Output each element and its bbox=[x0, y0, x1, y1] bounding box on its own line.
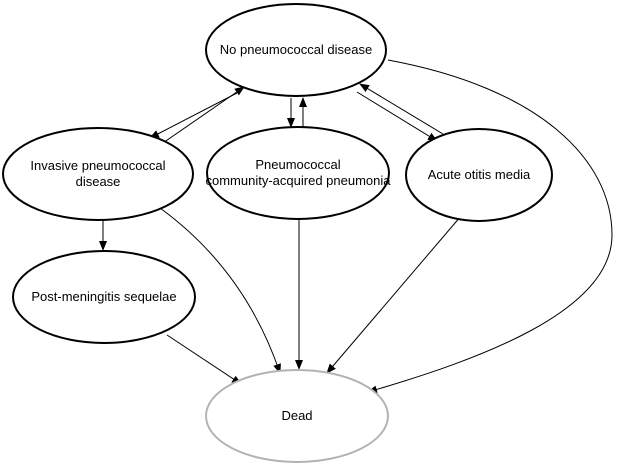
node-ipd-label-line1: Invasive pneumococcal bbox=[30, 158, 165, 173]
node-aom-label: Acute otitis media bbox=[428, 167, 531, 182]
node-invasive-pneumococcal-disease: Invasive pneumococcal disease bbox=[2, 127, 194, 221]
node-acute-otitis-media: Acute otitis media bbox=[405, 128, 553, 222]
node-dead-label: Dead bbox=[281, 408, 312, 423]
edge-no-disease-to-dead bbox=[367, 59, 613, 394]
edge-aom-to-no-disease bbox=[359, 83, 444, 135]
node-pneumococcal-cap: Pneumococcal community-acquired pneumoni… bbox=[206, 126, 392, 220]
edge-aom-to-dead bbox=[326, 215, 462, 374]
node-pcap-label-line1: Pneumococcal bbox=[255, 157, 340, 172]
node-no-pneumococcal-disease: No pneumococcal disease bbox=[205, 3, 387, 97]
edge-no-disease-to-ipd bbox=[149, 92, 238, 139]
node-post-meningitis-sequelae: Post-meningitis sequelae bbox=[12, 250, 196, 344]
node-pms-label: Post-meningitis sequelae bbox=[31, 289, 176, 304]
edges bbox=[99, 59, 613, 394]
edge-no-disease-to-aom bbox=[356, 91, 438, 142]
edge-ipd-to-no-disease bbox=[159, 86, 245, 146]
node-ipd-label-line2: disease bbox=[76, 174, 121, 189]
node-no-pneumococcal-disease-label: No pneumococcal disease bbox=[220, 42, 372, 57]
node-dead: Dead bbox=[205, 369, 389, 463]
node-pcap-label-line2: community-acquired pneumonia bbox=[206, 173, 392, 188]
edge-ipd-to-dead bbox=[159, 207, 281, 374]
edge-pms-to-dead bbox=[166, 334, 242, 385]
